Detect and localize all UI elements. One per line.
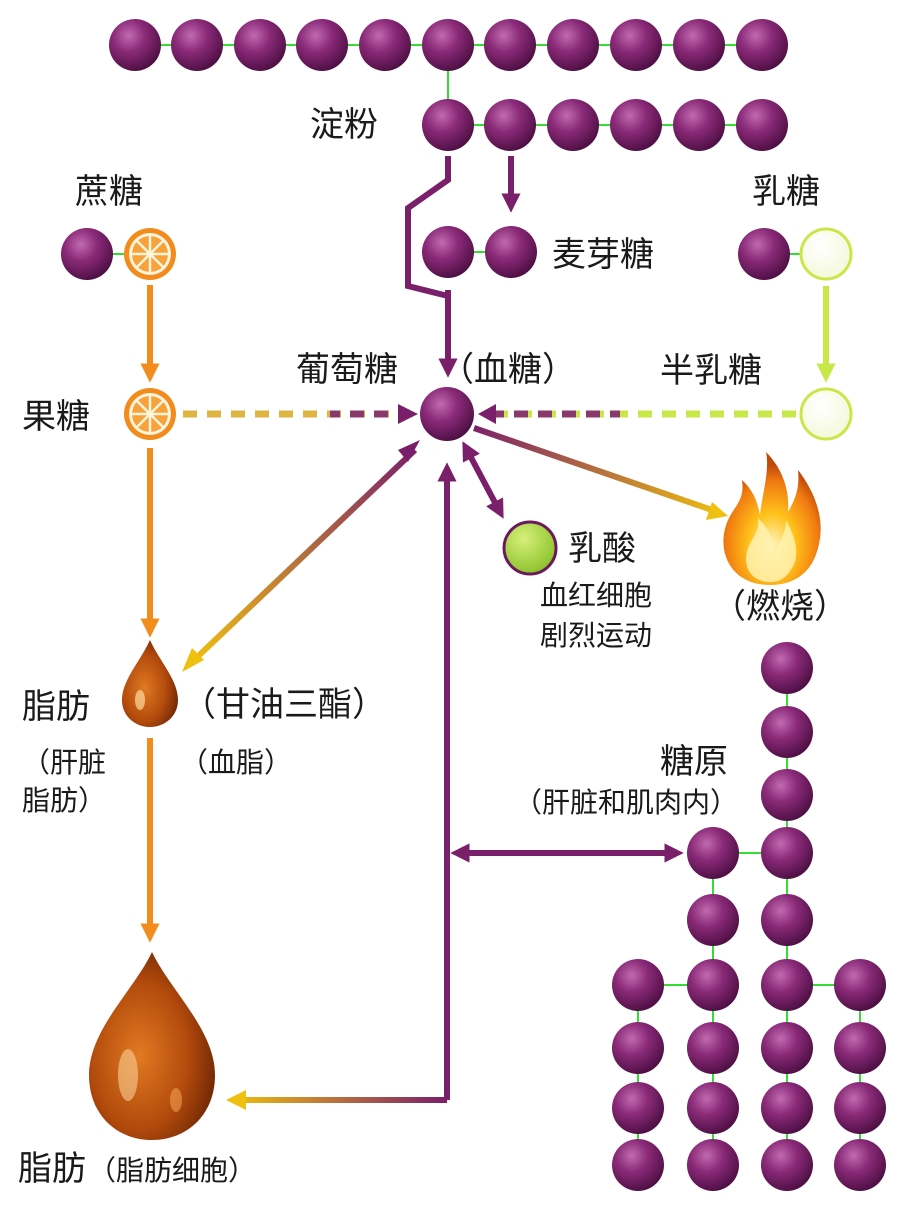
starch-molecule (109, 19, 788, 151)
glycogen-molecule (612, 642, 886, 1191)
maltose-molecule (422, 226, 537, 278)
glycogen-note-label: （肝脏和肌肉内） (514, 786, 738, 819)
lactose-label: 乳糖 (752, 172, 820, 212)
arrow-galactose-to-glucose (478, 404, 796, 424)
arrow-glucose-triglyceride (189, 447, 418, 665)
blood-fat-label: （血脂） (180, 746, 292, 779)
orange-slice-icon (124, 388, 176, 440)
blood-sugar-label: （血糖） (440, 350, 576, 390)
fat-cell-drop-icon (89, 952, 215, 1140)
fat-cell-main-label: 脂肪 (18, 1149, 86, 1189)
fructose-label: 果糖 (22, 397, 90, 437)
lactic-acid-label: 乳酸 (568, 529, 636, 569)
fructose-unit (124, 388, 176, 440)
starch-label: 淀粉 (310, 105, 378, 145)
flame-icon (723, 452, 821, 585)
bracket-starch-path (405, 156, 451, 299)
maltose-label: 麦芽糖 (552, 235, 654, 275)
arrowhead-to-fatcell (226, 1090, 246, 1110)
sucrose-molecule (61, 228, 176, 280)
arrow-fructose-to-glucose (183, 404, 418, 424)
arrowhead-to-triglyceride (182, 648, 204, 672)
arrow-glucose-to-burn (473, 425, 713, 513)
arrowhead-to-glucose (398, 440, 420, 462)
glucose-label: 葡萄糖 (296, 350, 398, 390)
lactic-note-2: 剧烈运动 (540, 619, 652, 652)
lactic-note-1: 血红细胞 (540, 579, 652, 612)
lactose-molecule (738, 227, 853, 281)
oil-drop-icon (122, 640, 178, 727)
burn-label: （燃烧） (712, 587, 848, 627)
starch-units (109, 19, 788, 151)
lactic-acid-unit (502, 520, 558, 576)
liver-fat-label-2: 脂肪） (22, 784, 106, 817)
orange-slice-icon (124, 228, 176, 280)
triglyceride-label: （甘油三酯） (182, 685, 386, 725)
galactose-unit (799, 387, 853, 441)
glycogen-label: 糖原 (660, 742, 728, 782)
fat-label: 脂肪 (22, 687, 90, 727)
arrowhead-to-burn (706, 502, 728, 520)
galactose-label: 半乳糖 (660, 351, 762, 391)
arrow-glucose-lactic (462, 441, 504, 519)
sucrose-label: 蔗糖 (75, 172, 143, 212)
glucose-unit (420, 387, 474, 441)
fat-cell-note-label: （脂肪细胞） (88, 1154, 256, 1187)
liver-fat-label-1: （肝脏 (22, 746, 106, 779)
